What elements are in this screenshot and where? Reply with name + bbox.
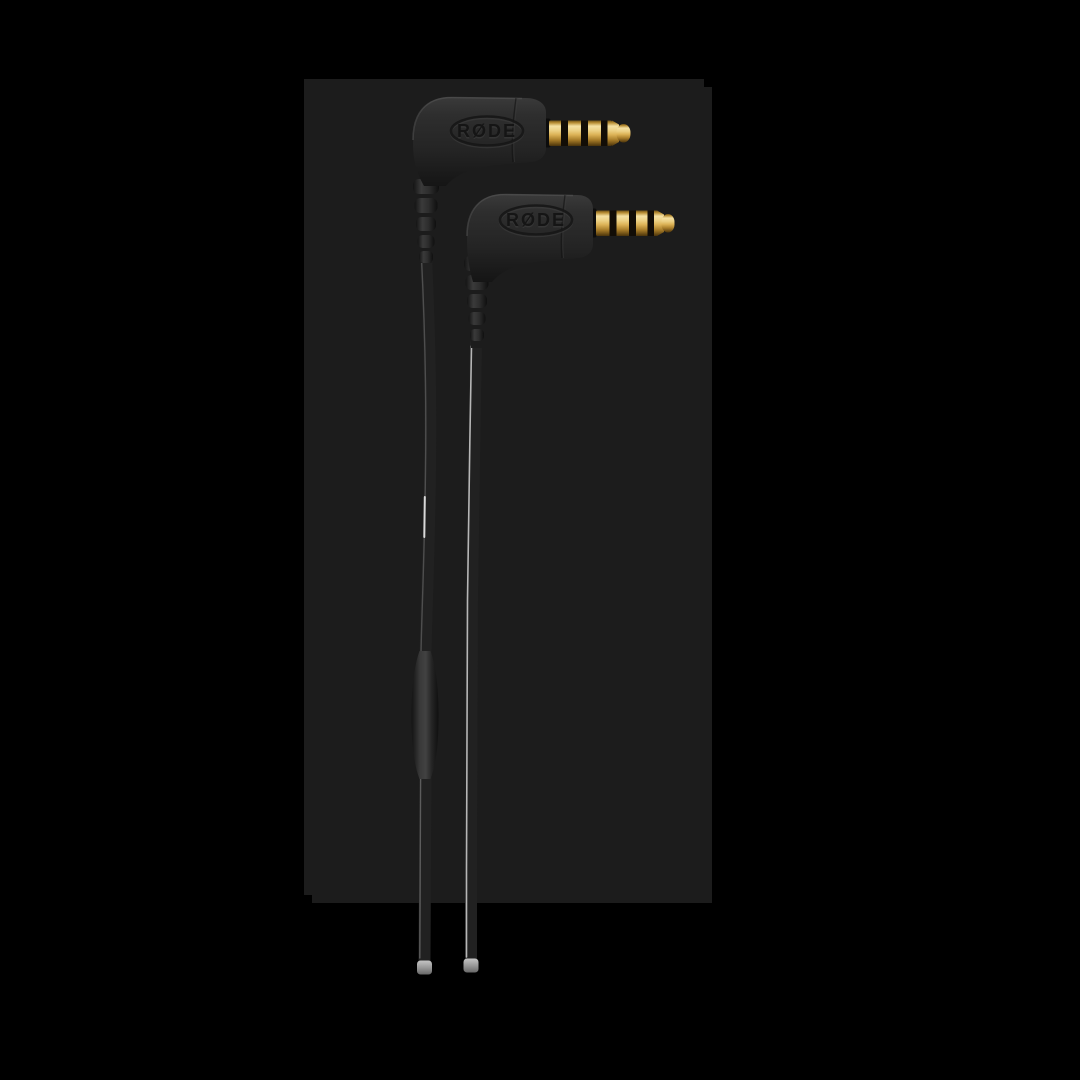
cable-upper-segment — [419, 250, 437, 660]
plug-ring — [561, 120, 568, 146]
logo-text-highlight: RØDE — [457, 122, 517, 142]
strain-relief-ridge — [468, 312, 486, 325]
plug-taper — [657, 210, 664, 236]
top-connector-body — [413, 97, 546, 186]
strain-relief-ridge — [419, 251, 433, 263]
logo-text: RØDE — [457, 121, 517, 141]
plug-tip — [616, 124, 631, 143]
body-mold-seam — [511, 97, 517, 163]
body-mold-seam — [560, 194, 566, 259]
cable-highlight-line — [465, 345, 473, 958]
strain-relief-ridge — [470, 329, 484, 341]
plug-taper — [612, 120, 619, 146]
strain-relief-ridge — [467, 294, 487, 308]
top-connector-brand-logo: RØDE RØDE — [449, 115, 525, 149]
bottom-connector-cable — [463, 338, 482, 973]
strain-relief-ridge — [417, 235, 435, 248]
cable-highlight-dash — [423, 496, 426, 538]
logo-oval — [449, 115, 525, 147]
logo-text-highlight: RØDE — [506, 211, 566, 231]
plug-ring — [647, 210, 654, 236]
bottom-connector-brand-logo: RØDE RØDE — [498, 204, 574, 238]
strain-relief-ridge — [414, 198, 438, 213]
inline-component — [411, 651, 439, 779]
plug-ring — [581, 120, 588, 146]
cable-lower-segment — [418, 770, 432, 968]
logo-text: RØDE — [506, 210, 566, 230]
cable-lower-highlight-line — [419, 777, 422, 959]
bottom-connector-body — [467, 194, 593, 282]
top-connector: RØDE RØDE — [411, 96, 631, 975]
top-connector-trrs-plug — [543, 118, 631, 148]
logo-oval — [498, 204, 574, 236]
plug-ring — [629, 210, 636, 236]
strain-relief-ridge — [416, 217, 436, 231]
top-connector-cable — [411, 250, 439, 975]
plug-ring — [609, 210, 617, 236]
body-mold-seam-highlight — [513, 97, 519, 163]
bottom-connector: RØDE RØDE — [463, 193, 675, 973]
body-top-rim-highlight — [412, 96, 523, 141]
top-connector-strain-relief — [413, 179, 439, 263]
plug-ring — [601, 120, 608, 146]
body-top-rim-highlight — [466, 193, 574, 237]
cable-highlight-line — [420, 257, 427, 653]
plug-tip — [661, 214, 675, 233]
cable-end-tip — [417, 960, 432, 975]
cable-segment — [465, 338, 482, 966]
cable-end-tip — [463, 958, 479, 973]
